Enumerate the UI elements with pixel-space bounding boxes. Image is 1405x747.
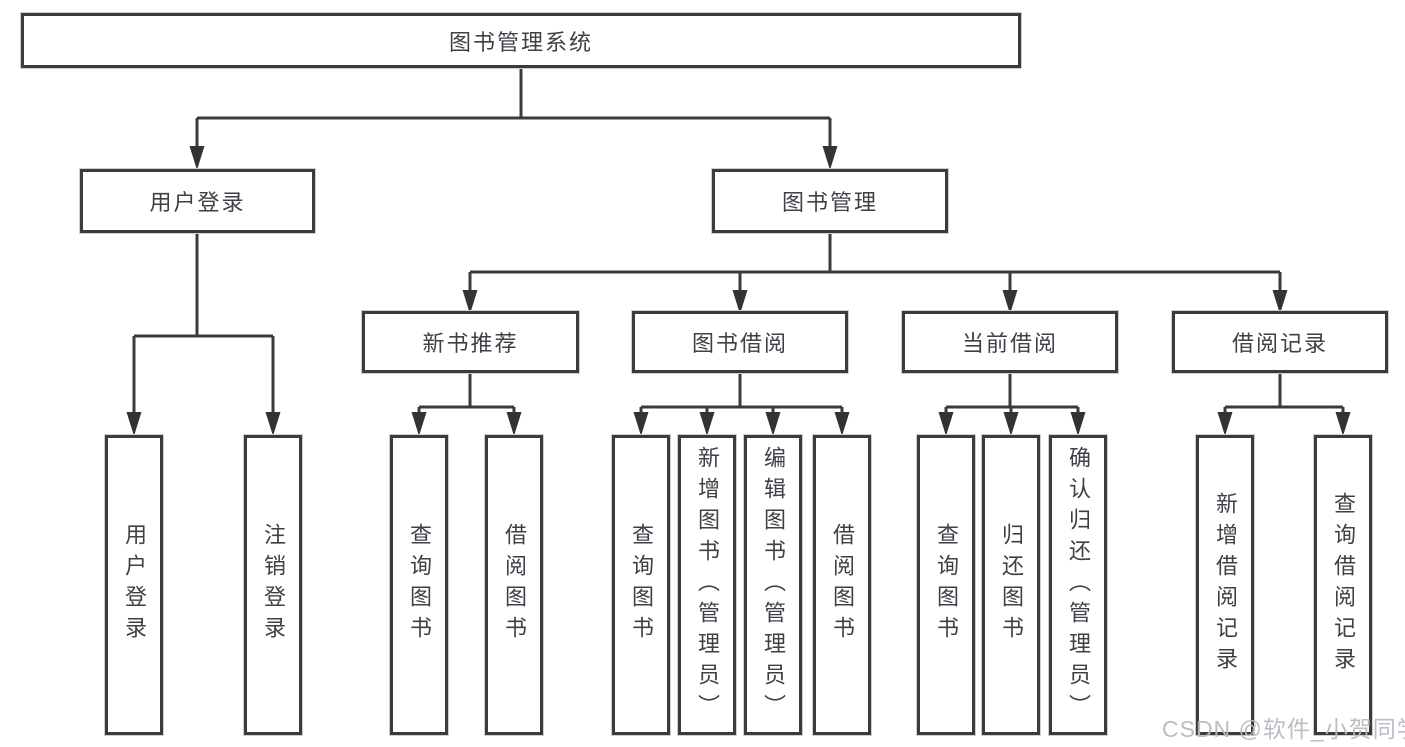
node-current-borrowing: 当前借阅: [902, 311, 1118, 373]
leaf-search-borrow-record: 查询借阅记录: [1314, 435, 1372, 735]
leaf-edit-book-admin: 编辑图书（管理员）: [744, 435, 802, 735]
leaf-search-books-recommend: 查询图书: [390, 435, 448, 735]
leaf-search-books-borrow: 查询图书: [612, 435, 670, 735]
leaf-user-login: 用户登录: [105, 435, 163, 735]
leaf-add-book-admin: 新增图书（管理员）: [678, 435, 736, 735]
leaf-confirm-return-admin: 确认归还（管理员）: [1049, 435, 1107, 735]
node-borrowing-records: 借阅记录: [1172, 311, 1388, 373]
leaf-borrow-books: 借阅图书: [813, 435, 871, 735]
node-user-login: 用户登录: [80, 169, 315, 233]
node-book-borrowing: 图书借阅: [632, 311, 848, 373]
leaf-borrow-books-recommend: 借阅图书: [485, 435, 543, 735]
leaf-search-books-current: 查询图书: [917, 435, 975, 735]
csdn-watermark: CSDN @软件_小贺同学: [1162, 716, 1405, 742]
node-library-system: 图书管理系统: [21, 13, 1021, 68]
leaf-logout: 注销登录: [244, 435, 302, 735]
leaf-add-borrow-record: 新增借阅记录: [1196, 435, 1254, 735]
node-book-management: 图书管理: [712, 169, 948, 233]
leaf-return-books: 归还图书: [982, 435, 1040, 735]
node-new-book-recommendation: 新书推荐: [362, 311, 579, 373]
